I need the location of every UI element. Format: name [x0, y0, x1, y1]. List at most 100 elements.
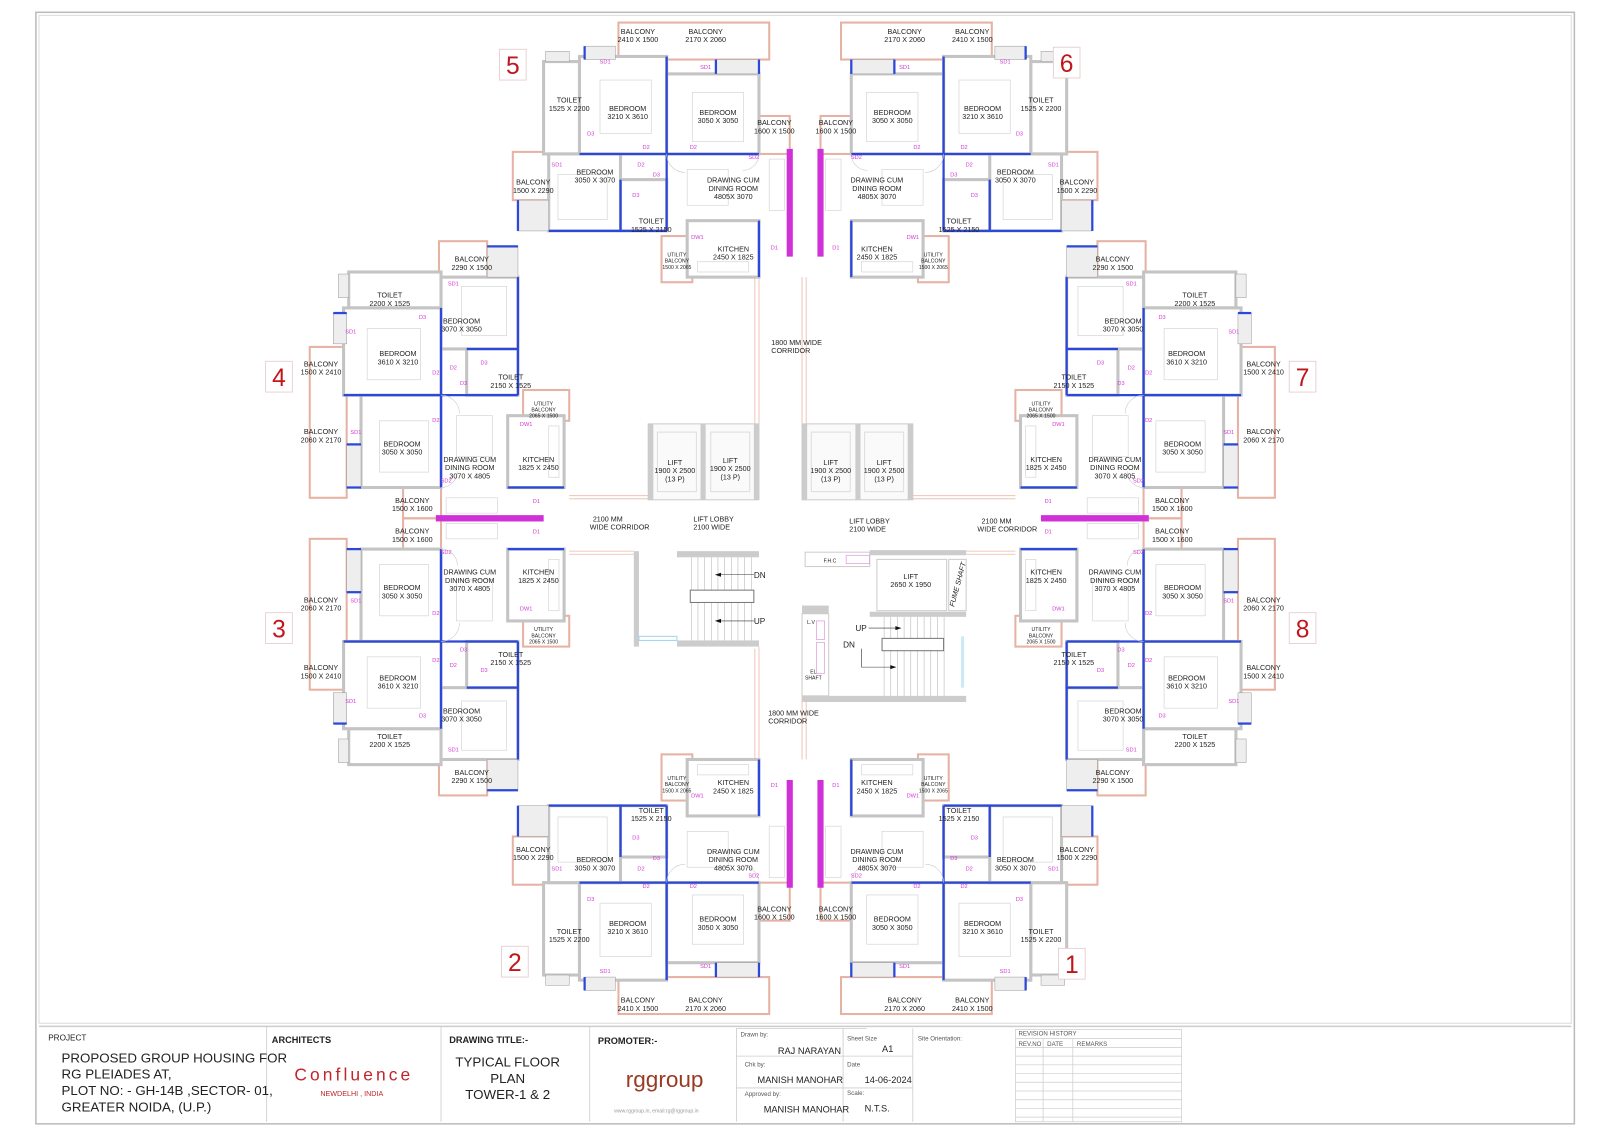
furniture — [557, 174, 608, 220]
drawn-by-label: Drawn by: — [741, 1032, 769, 1039]
balcony-outline — [617, 21, 771, 61]
door-tag: D3 — [481, 668, 488, 674]
unit-number: 1 — [1065, 952, 1079, 979]
door-swing — [441, 394, 460, 488]
door-tag: D3 — [587, 897, 594, 903]
svg-text:TOWER-1 & 2: TOWER-1 & 2 — [465, 1087, 550, 1102]
scale-value: N.T.S. — [865, 1104, 890, 1114]
door-tag: D3 — [653, 173, 660, 179]
door-tag: D2 — [450, 663, 457, 669]
door-tag: D3 — [950, 173, 957, 179]
furniture — [686, 830, 729, 868]
furniture — [1002, 816, 1053, 863]
door-tag: SD1 — [700, 65, 711, 71]
furniture — [599, 902, 652, 957]
svg-text:RG PLEIADES AT,: RG PLEIADES AT, — [62, 1067, 172, 1082]
door-tag: D3 — [587, 131, 594, 137]
door-tag: D2 — [690, 884, 697, 890]
door-tag: D2 — [637, 866, 644, 872]
furniture — [1155, 420, 1206, 473]
door-tag: D3 — [419, 315, 426, 321]
balcony-outline — [1236, 345, 1276, 499]
door-tag: SD2 — [851, 155, 862, 161]
door-tag: D2 — [966, 162, 973, 168]
unit-number-box — [265, 612, 293, 644]
window-hatch — [1223, 548, 1239, 593]
door-tag: D1 — [771, 783, 778, 789]
furniture — [1025, 425, 1037, 478]
sheet-size-value: A1 — [882, 1044, 893, 1054]
furniture — [461, 285, 508, 336]
date-value: 14-06-2024 — [865, 1075, 912, 1085]
unit-walls — [511, 753, 793, 1016]
furniture — [866, 894, 919, 945]
furniture — [1091, 579, 1129, 622]
door-tag: D3 — [460, 381, 467, 387]
svg-text:PROPOSED GROUP HOUSING FOR: PROPOSED GROUP HOUSING FOR — [62, 1050, 288, 1065]
scale-label: Scale: — [847, 1090, 864, 1097]
door-tag: D2 — [432, 371, 439, 377]
window-hatch — [1066, 759, 1098, 791]
room-walls — [547, 804, 623, 885]
fume-shaft-label: FUME SHAFT — [948, 561, 968, 608]
door-tag: D3 — [1117, 648, 1124, 654]
furniture — [557, 816, 608, 863]
furniture — [456, 415, 493, 458]
door-tag: SD1 — [1126, 281, 1137, 287]
unit-number: 7 — [1296, 365, 1310, 392]
furniture — [958, 79, 1011, 134]
window-hatch — [1235, 738, 1247, 763]
door-tag: D1 — [1045, 499, 1052, 505]
door-tag: D3 — [1158, 315, 1165, 321]
unit-number: 5 — [506, 53, 520, 80]
door-tag: D1 — [533, 499, 540, 505]
unit-number: 2 — [508, 950, 522, 977]
door-tag: D3 — [481, 360, 488, 366]
drawing-title: TYPICAL FLOOR PLAN TOWER-1 & 2 — [455, 1054, 560, 1102]
door-tag: SD1 — [1228, 699, 1239, 705]
door-tag: D3 — [460, 648, 467, 654]
door-tag: SD1 — [899, 964, 910, 970]
unit-walls — [511, 21, 793, 284]
project-label: PROJECT — [48, 1034, 86, 1043]
window-hatch — [1040, 974, 1065, 986]
door-tag: SD2 — [441, 478, 452, 484]
window-hatch — [338, 273, 349, 298]
furniture — [548, 558, 560, 612]
